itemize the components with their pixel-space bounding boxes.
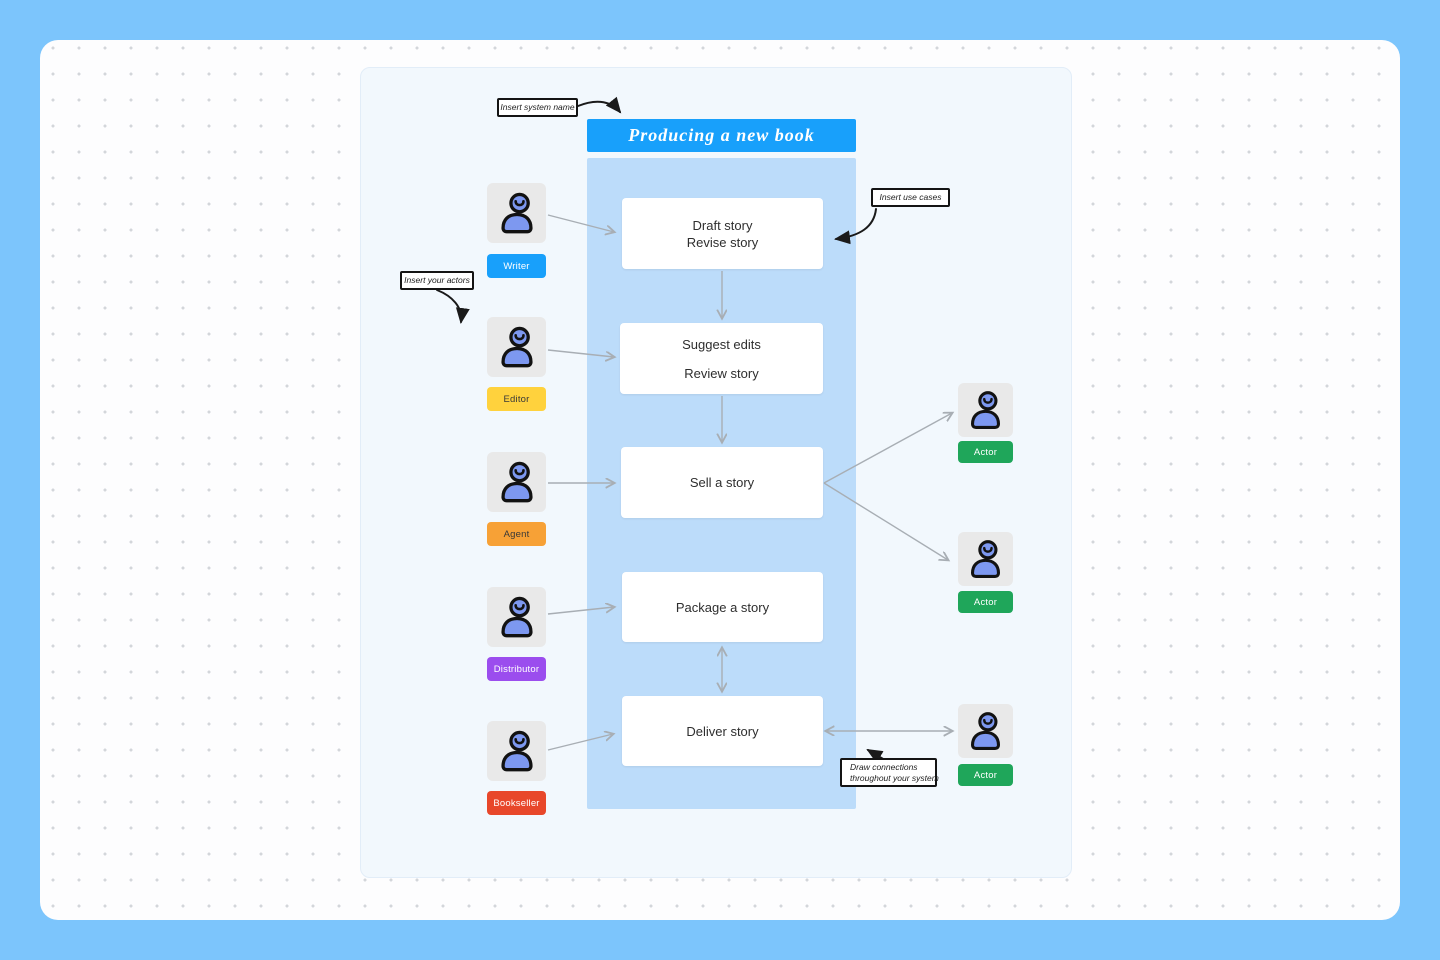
tooltip-insert-your-actors[interactable]: Insert your actors — [400, 271, 474, 290]
actor-chip-writer[interactable]: Writer — [487, 254, 546, 278]
avatar-actor-2[interactable] — [958, 532, 1013, 586]
usecase-deliver[interactable]: Deliver story — [622, 696, 823, 766]
actor-chip-label: Actor — [973, 769, 998, 781]
person-icon — [965, 710, 1006, 752]
avatar-editor[interactable] — [487, 317, 546, 377]
tooltip-draw-connections[interactable]: Draw connections throughout your system — [840, 758, 939, 787]
actor-chip-label: Bookseller — [493, 797, 540, 809]
avatar-distributor[interactable] — [487, 587, 546, 647]
usecase-line: Draft story — [692, 217, 753, 233]
actor-chip-editor[interactable]: Editor — [487, 387, 546, 411]
person-icon — [495, 324, 539, 370]
usecase-suggest-review[interactable]: Suggest edits Review story — [620, 323, 823, 394]
actor-chip-agent[interactable]: Agent — [487, 522, 546, 546]
person-icon — [965, 389, 1006, 431]
avatar-agent[interactable] — [487, 452, 546, 512]
usecase-line: Deliver story — [686, 723, 759, 739]
avatar-actor-3[interactable] — [958, 704, 1013, 758]
usecase-line: Suggest edits — [682, 336, 761, 352]
avatar-bookseller[interactable] — [487, 721, 546, 781]
usecase-line: Review story — [684, 365, 759, 381]
tooltip-text: Draw connections — [850, 761, 918, 772]
actor-chip-label: Distributor — [493, 663, 540, 675]
actor-chip-right-2[interactable]: Actor — [958, 591, 1013, 613]
actor-chip-distributor[interactable]: Distributor — [487, 657, 546, 681]
tooltip-text: Insert use cases — [879, 192, 942, 202]
actor-chip-bookseller[interactable]: Bookseller — [487, 791, 546, 815]
actor-chip-label: Editor — [503, 393, 530, 405]
usecase-package[interactable]: Package a story — [622, 572, 823, 642]
avatar-actor-1[interactable] — [958, 383, 1013, 437]
tooltip-text: Insert system name — [500, 102, 575, 112]
usecase-line: Package a story — [675, 599, 770, 615]
person-icon — [495, 594, 539, 640]
tooltip-text: throughout your system — [850, 772, 939, 783]
actor-chip-right-3[interactable]: Actor — [958, 764, 1013, 786]
tooltip-insert-use-cases[interactable]: Insert use cases — [871, 188, 950, 207]
usecase-sell[interactable]: Sell a story — [621, 447, 823, 518]
system-title-banner[interactable]: Producing a new book — [587, 119, 856, 152]
actor-chip-right-1[interactable]: Actor — [958, 441, 1013, 463]
usecase-line: Sell a story — [689, 475, 755, 490]
person-icon — [965, 538, 1006, 580]
system-title-text: Producing a new book — [628, 125, 815, 145]
person-icon — [495, 459, 539, 505]
usecase-line: Revise story — [686, 234, 759, 250]
actor-chip-label: Agent — [503, 528, 530, 540]
actor-chip-label: Writer — [503, 260, 530, 272]
usecase-draft-revise[interactable]: Draft story Revise story — [622, 198, 823, 269]
person-icon — [495, 190, 539, 236]
person-icon — [495, 728, 539, 774]
tooltip-text: Insert your actors — [404, 275, 470, 285]
actor-chip-label: Actor — [973, 596, 998, 608]
tooltip-insert-system-name[interactable]: Insert system name — [497, 98, 578, 117]
avatar-writer[interactable] — [487, 183, 546, 243]
actor-chip-label: Actor — [973, 446, 998, 458]
